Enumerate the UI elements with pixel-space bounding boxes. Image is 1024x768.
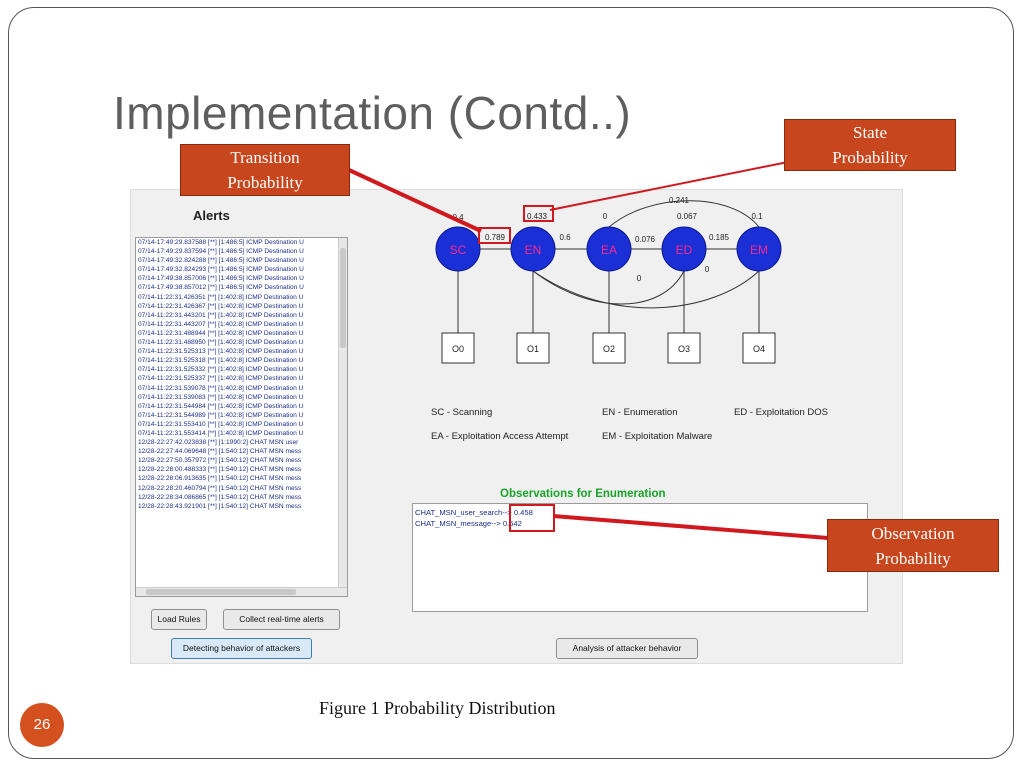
alert-row[interactable]: 07/14-11:22:31.539078 [**] [1:402:8] ICM… [138, 384, 304, 392]
transition-label-arc: 0 [637, 274, 642, 283]
state-probability-label: 0.433 [527, 212, 548, 221]
alert-row[interactable]: 12/28-22:28:20.460794 [**] [1:540:12] CH… [138, 484, 302, 492]
alert-row[interactable]: 07/14-11:22:31.553410 [**] [1:402:8] ICM… [138, 420, 304, 428]
alert-row[interactable]: 12/28-22:27:44.069648 [**] [1:540:12] CH… [138, 448, 302, 456]
observations-title: Observations for Enumeration [500, 488, 666, 500]
state-highlight-box [523, 205, 554, 222]
alert-row[interactable]: 12/28-22:28:06.913635 [**] [1:540:12] CH… [138, 475, 302, 483]
state-label: SC [450, 243, 467, 257]
observation-node [516, 332, 550, 364]
state-probability-label: 0.1 [751, 212, 763, 221]
state-node [586, 226, 632, 272]
transition-arc [532, 270, 760, 309]
transition-arc [532, 270, 685, 305]
observation-node [742, 332, 776, 364]
alerts-rows: 07/14-17:49:29.837588 [**] [1:486:5] ICM… [136, 238, 347, 511]
alert-row[interactable]: 07/14-11:22:31.443207 [**] [1:402:8] ICM… [138, 320, 304, 328]
alert-row[interactable]: 07/14-17:49:32.824288 [**] [1:486:5] ICM… [138, 257, 304, 265]
transition-label-arc: 0 [705, 265, 710, 274]
observation-label: O4 [753, 344, 765, 354]
alert-row[interactable]: 07/14-11:22:31.544989 [**] [1:402:8] ICM… [138, 411, 304, 419]
alert-row[interactable]: 07/14-11:22:31.443201 [**] [1:402:8] ICM… [138, 311, 304, 319]
state-label: EM [750, 243, 768, 257]
alert-row[interactable]: 07/14-17:49:29.837588 [**] [1:486:5] ICM… [138, 239, 304, 246]
observation-line: CHAT_MSN_user_search--> 0.458 [415, 508, 533, 517]
transition-label-ed-em: 0.185 [709, 233, 730, 242]
observation-highlight-box [509, 504, 555, 532]
alert-row[interactable]: 07/14-11:22:31.525318 [**] [1:402:8] ICM… [138, 357, 304, 365]
hmm-diagram: SC EN EA ED EM O0 O1 O2 O3 O4 0.4 0.433 0 0.067 0.1 0.7… [435, 196, 782, 364]
scroll-thumb[interactable] [146, 589, 296, 595]
observation-label: O2 [603, 344, 615, 354]
alert-row[interactable]: 07/14-11:22:31.525313 [**] [1:402:8] ICM… [138, 348, 304, 356]
alerts-title: Alerts [193, 208, 230, 223]
alert-row[interactable]: 07/14-11:22:31.544984 [**] [1:402:8] ICM… [138, 402, 304, 410]
alert-row[interactable]: 07/14-17:49:32.824293 [**] [1:486:5] ICM… [138, 266, 304, 274]
alert-row[interactable]: 07/14-11:22:31.525337 [**] [1:402:8] ICM… [138, 375, 304, 383]
state-node [736, 226, 782, 272]
alerts-vertical-scrollbar[interactable] [338, 238, 347, 596]
observation-line: CHAT_MSN_message--> 0.542 [415, 519, 522, 528]
collect-alerts-button[interactable]: Collect real-time alerts [223, 609, 340, 630]
observation-node [441, 332, 475, 364]
state-node [661, 226, 707, 272]
alert-row[interactable]: 07/14-11:22:31.426351 [**] [1:402:8] ICM… [138, 293, 304, 301]
analysis-button[interactable]: Analysis of attacker behavior [556, 638, 698, 659]
slide-title: Implementation (Contd..) [113, 87, 632, 139]
alert-row[interactable]: 12/28-22:28:43.921901 [**] [1:540:12] CH… [138, 502, 302, 510]
alert-row[interactable]: 07/14-11:22:31.539083 [**] [1:402:8] ICM… [138, 393, 304, 401]
alerts-list[interactable]: 07/14-17:49:29.837588 [**] [1:486:5] ICM… [135, 237, 348, 597]
observation-node [667, 332, 701, 364]
transition-highlight-box [478, 227, 511, 244]
figure-caption: Figure 1 Probability Distribution [319, 698, 556, 718]
state-label: EA [601, 243, 617, 257]
detect-behavior-button[interactable]: Detecting behavior of attackers [171, 638, 312, 659]
alert-row[interactable]: 12/28-22:27:42.023838 [**] [1:1990:2] CH… [138, 439, 299, 447]
scroll-thumb[interactable] [340, 248, 346, 348]
alert-row[interactable]: 07/14-11:22:31.488950 [**] [1:402:8] ICM… [138, 339, 304, 347]
alert-row[interactable]: 07/14-11:22:31.553414 [**] [1:402:8] ICM… [138, 429, 304, 437]
alert-row[interactable]: 07/14-17:49:29.837594 [**] [1:486:5] ICM… [138, 248, 304, 256]
observation-node [592, 332, 626, 364]
legend-sc: SC - Scanning [431, 407, 493, 418]
observation-label: O0 [452, 344, 464, 354]
observation-label: O3 [678, 344, 690, 354]
state-label: EN [525, 243, 542, 257]
alert-row[interactable]: 12/28-22:27:50.357972 [**] [1:540:12] CH… [138, 457, 302, 465]
observations-box: CHAT_MSN_user_search--> 0.458 CHAT_MSN_m… [412, 503, 868, 612]
alert-row[interactable]: 12/28-22:28:34.086865 [**] [1:540:12] CH… [138, 493, 302, 501]
legend-ea: EA - Exploitation Access Attempt [431, 431, 569, 442]
alert-row[interactable]: 12/28-22:28:00.488333 [**] [1:540:12] CH… [138, 466, 302, 474]
legend-em: EM - Exploitation Malware [602, 431, 713, 442]
state-probability-label: 0.067 [677, 212, 698, 221]
page-number-badge: 26 [20, 703, 64, 747]
alert-row[interactable]: 07/14-11:22:31.426367 [**] [1:402:8] ICM… [138, 302, 304, 310]
state-node [510, 226, 556, 272]
transition-label-ea-ed: 0.076 [635, 235, 656, 244]
state-probability-label: 0.4 [452, 213, 464, 222]
legend-en: EN - Enumeration [602, 407, 678, 418]
transition-label-sc-en: 0.789 [485, 233, 506, 242]
alert-row[interactable]: 07/14-17:49:38.857006 [**] [1:486:5] ICM… [138, 275, 304, 283]
alert-row[interactable]: 07/14-11:22:31.525332 [**] [1:402:8] ICM… [138, 366, 304, 374]
observation-label: O1 [527, 344, 539, 354]
alert-row[interactable]: 07/14-17:49:38.857012 [**] [1:486:5] ICM… [138, 284, 304, 292]
transition-label-en-ea: 0.6 [559, 233, 571, 242]
state-probability-label: 0 [603, 212, 608, 221]
state-label: ED [676, 243, 693, 257]
legend-ed: ED - Exploitation DOS [734, 407, 828, 418]
app-window: Alerts 07/14-17:49:29.837588 [**] [1:486… [130, 189, 903, 664]
alert-row[interactable]: 07/14-11:22:31.488944 [**] [1:402:8] ICM… [138, 329, 304, 337]
alerts-horizontal-scrollbar[interactable] [136, 587, 347, 596]
load-rules-button[interactable]: Load Rules [151, 609, 207, 630]
transition-label-top-arc: 0.241 [669, 196, 690, 205]
